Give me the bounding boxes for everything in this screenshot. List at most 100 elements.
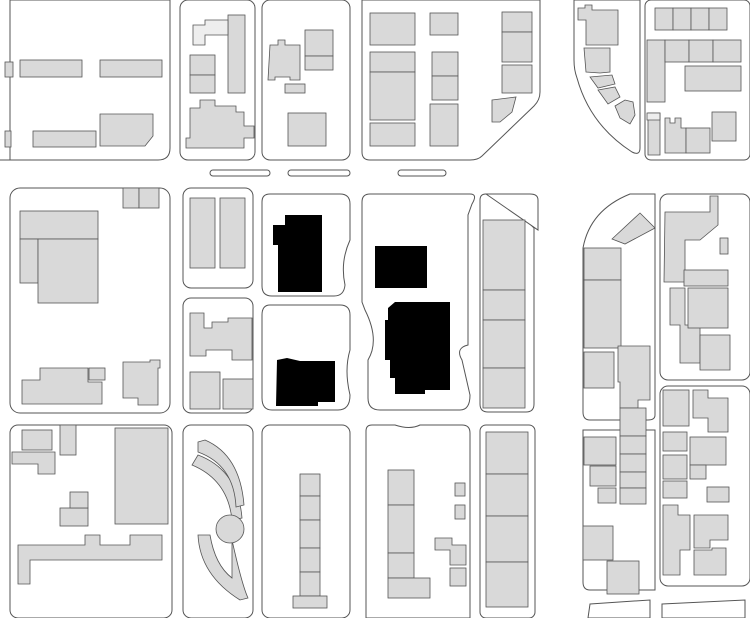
building	[711, 111, 737, 142]
building	[619, 487, 647, 505]
building	[662, 431, 688, 452]
building	[434, 537, 467, 566]
building	[4, 61, 14, 78]
building	[227, 14, 246, 94]
building	[454, 482, 466, 497]
highlighted-buildings	[273, 215, 450, 406]
building	[689, 464, 707, 480]
building	[88, 367, 106, 381]
building	[197, 439, 245, 508]
building	[589, 465, 617, 487]
building	[706, 486, 730, 503]
building	[21, 429, 53, 451]
building	[688, 39, 714, 63]
building	[482, 289, 526, 321]
median-strip	[397, 169, 447, 177]
building	[59, 424, 77, 456]
building	[369, 12, 416, 46]
building-highlighted	[375, 246, 427, 288]
building	[619, 453, 647, 473]
building	[614, 99, 636, 125]
city-block	[661, 599, 746, 618]
city-block	[587, 599, 651, 618]
building	[189, 54, 216, 76]
building	[662, 454, 688, 480]
building	[482, 367, 526, 409]
building	[501, 11, 533, 33]
building	[583, 47, 611, 74]
building	[654, 7, 674, 31]
context-buildings	[4, 4, 742, 609]
building	[192, 19, 229, 46]
building	[369, 71, 416, 121]
building	[672, 7, 692, 31]
building	[299, 519, 321, 549]
building	[664, 117, 687, 154]
building	[684, 65, 742, 92]
building	[387, 577, 431, 599]
building-highlighted	[273, 215, 322, 292]
building	[693, 514, 729, 549]
building	[431, 75, 459, 101]
building-highlighted	[385, 302, 450, 394]
building	[11, 451, 56, 475]
building	[114, 427, 169, 525]
median-strip	[287, 169, 351, 177]
building	[292, 595, 328, 609]
building	[664, 39, 690, 63]
building	[619, 471, 647, 489]
building	[431, 51, 459, 77]
building	[606, 560, 640, 595]
building	[583, 436, 617, 466]
building	[708, 7, 728, 31]
building	[619, 407, 647, 437]
building	[304, 55, 334, 71]
building	[482, 219, 526, 291]
building	[583, 279, 622, 349]
building	[690, 7, 710, 31]
building	[299, 473, 321, 497]
building	[215, 514, 245, 544]
building	[387, 552, 415, 579]
building	[19, 238, 39, 284]
building	[689, 436, 727, 466]
building	[597, 487, 617, 504]
building	[304, 29, 334, 57]
building	[611, 212, 656, 245]
building	[387, 504, 415, 554]
building	[219, 197, 246, 269]
building	[646, 39, 666, 103]
building	[719, 237, 729, 255]
building	[712, 39, 742, 63]
building	[429, 103, 459, 147]
building	[222, 378, 254, 410]
building	[583, 351, 615, 389]
building	[485, 561, 529, 608]
building	[683, 269, 729, 287]
light-buildings	[192, 19, 661, 121]
building	[449, 567, 467, 587]
building	[19, 210, 99, 240]
building	[687, 287, 729, 329]
building	[189, 312, 253, 361]
building	[189, 74, 216, 94]
building	[646, 112, 661, 121]
building	[429, 12, 459, 36]
building	[619, 435, 647, 455]
building	[69, 491, 89, 509]
building	[138, 187, 160, 209]
building	[122, 359, 161, 406]
building-highlighted	[276, 358, 335, 406]
building	[299, 495, 321, 521]
building	[482, 319, 526, 369]
building	[387, 469, 415, 506]
building	[685, 127, 711, 154]
building	[32, 130, 97, 148]
median-strip	[209, 169, 271, 177]
building	[583, 247, 622, 281]
building	[197, 534, 249, 601]
building	[99, 59, 163, 78]
building	[582, 525, 614, 561]
